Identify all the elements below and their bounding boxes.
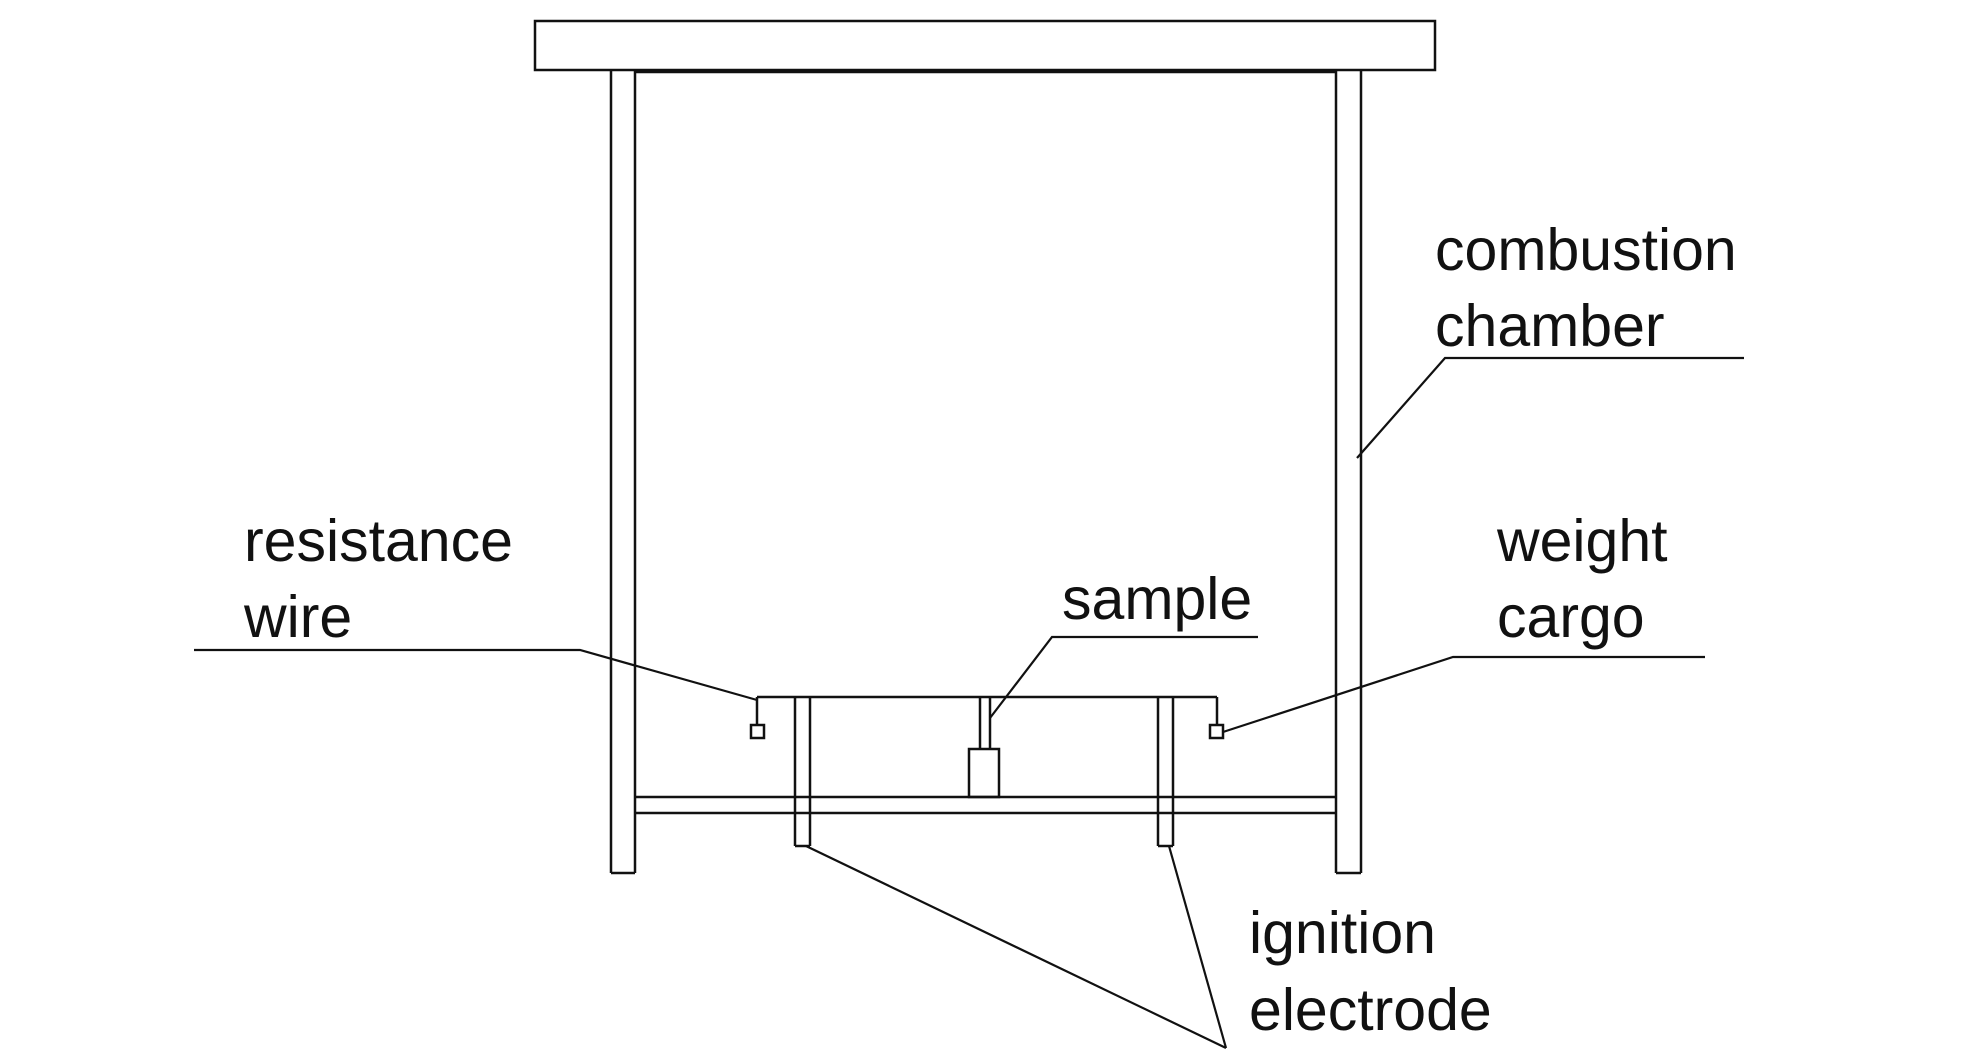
resistance-wire bbox=[755, 695, 1219, 725]
label-combustion-chamber-line2: chamber bbox=[1435, 293, 1665, 359]
leader-weight-cargo bbox=[1222, 655, 1705, 734]
leader-ignition-electrode bbox=[805, 845, 1228, 1049]
label-sample-line1: sample bbox=[1062, 566, 1252, 632]
ignition-electrode-right bbox=[1156, 697, 1175, 848]
label-ignition-electrode: ignition electrode bbox=[1249, 900, 1492, 1043]
ignition-electrode-left bbox=[793, 697, 812, 848]
label-ignition-electrode-line2: electrode bbox=[1249, 977, 1492, 1043]
sample bbox=[967, 747, 1001, 799]
leader-sample bbox=[989, 635, 1258, 719]
label-resistance-wire-line2: wire bbox=[243, 584, 352, 650]
leader-resistance-wire bbox=[194, 648, 758, 702]
label-combustion-chamber-line1: combustion bbox=[1435, 217, 1737, 283]
chamber-left-wall bbox=[609, 70, 637, 875]
chamber-lid bbox=[533, 19, 1437, 72]
sample-holder bbox=[978, 697, 992, 749]
chamber-floor bbox=[635, 795, 1336, 815]
label-ignition-electrode-line1: ignition bbox=[1249, 900, 1436, 966]
label-weight-cargo-line1: weight bbox=[1496, 508, 1668, 574]
label-sample: sample bbox=[1062, 566, 1252, 632]
weight-cargo-right bbox=[1208, 723, 1225, 740]
leader-combustion-chamber bbox=[1356, 356, 1744, 459]
label-resistance-wire-line1: resistance bbox=[244, 508, 513, 574]
label-weight-cargo: weight cargo bbox=[1496, 508, 1684, 650]
label-weight-cargo-line2: cargo bbox=[1497, 584, 1645, 650]
chamber-right-wall bbox=[1334, 70, 1363, 875]
label-combustion-chamber: combustion chamber bbox=[1435, 217, 1753, 359]
label-resistance-wire: resistance wire bbox=[243, 508, 529, 650]
weight-cargo-left bbox=[749, 723, 766, 740]
